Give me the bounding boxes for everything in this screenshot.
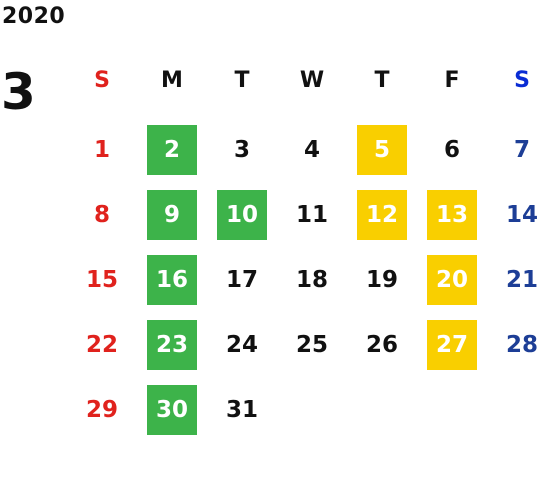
weekday-header-wed: W bbox=[299, 67, 325, 93]
day-cell-4[interactable]: 4 bbox=[303, 137, 320, 163]
day-cell-13[interactable]: 13 bbox=[427, 190, 477, 240]
day-cell-8[interactable]: 8 bbox=[93, 202, 110, 228]
day-cell-15[interactable]: 15 bbox=[85, 267, 118, 293]
day-cell-21[interactable]: 21 bbox=[505, 267, 538, 293]
day-cell-3[interactable]: 3 bbox=[233, 137, 250, 163]
day-cell-16[interactable]: 16 bbox=[147, 255, 197, 305]
day-cell-27[interactable]: 27 bbox=[427, 320, 477, 370]
day-cell-30[interactable]: 30 bbox=[147, 385, 197, 435]
day-cell-20[interactable]: 20 bbox=[427, 255, 477, 305]
day-cell-10[interactable]: 10 bbox=[217, 190, 267, 240]
day-cell-6[interactable]: 6 bbox=[443, 137, 460, 163]
day-cell-28[interactable]: 28 bbox=[505, 332, 538, 358]
day-cell-5[interactable]: 5 bbox=[357, 125, 407, 175]
day-cell-18[interactable]: 18 bbox=[295, 267, 328, 293]
day-cell-22[interactable]: 22 bbox=[85, 332, 118, 358]
weekday-header-thu: T bbox=[374, 67, 390, 93]
weekday-header-mon: M bbox=[161, 67, 183, 93]
day-cell-17[interactable]: 17 bbox=[225, 267, 258, 293]
day-cell-12[interactable]: 12 bbox=[357, 190, 407, 240]
day-cell-24[interactable]: 24 bbox=[225, 332, 258, 358]
day-cell-25[interactable]: 25 bbox=[295, 332, 328, 358]
day-cell-2[interactable]: 2 bbox=[147, 125, 197, 175]
day-cell-19[interactable]: 19 bbox=[365, 267, 398, 293]
day-cell-11[interactable]: 11 bbox=[295, 202, 328, 228]
day-cell-14[interactable]: 14 bbox=[505, 202, 538, 228]
day-cell-1[interactable]: 1 bbox=[93, 137, 110, 163]
day-cell-29[interactable]: 29 bbox=[85, 397, 118, 423]
weekday-header-sun: S bbox=[94, 67, 110, 93]
day-cell-26[interactable]: 26 bbox=[365, 332, 398, 358]
day-cell-23[interactable]: 23 bbox=[147, 320, 197, 370]
weekday-header-sat: S bbox=[514, 67, 530, 93]
day-cell-9[interactable]: 9 bbox=[147, 190, 197, 240]
month-label: 3 bbox=[1, 63, 36, 121]
day-cell-31[interactable]: 31 bbox=[225, 397, 258, 423]
day-cell-7[interactable]: 7 bbox=[513, 137, 530, 163]
weekday-header-fri: F bbox=[444, 67, 460, 93]
weekday-header-tue: T bbox=[234, 67, 250, 93]
year-label: 2020 bbox=[2, 4, 66, 29]
